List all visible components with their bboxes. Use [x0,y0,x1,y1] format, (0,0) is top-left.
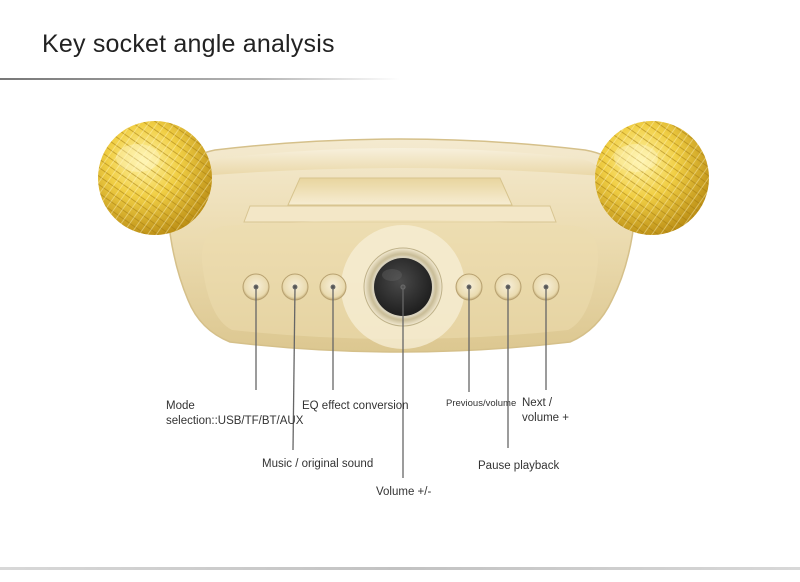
label-mode-selection: Mode selection::USB/TF/BT/AUX [166,400,304,427]
label-eq-effect: EQ effect conversion [302,400,409,412]
left-microphone [98,121,212,235]
leader-music [292,286,296,451]
label-pause-playback: Pause playback [478,460,560,472]
phone-slot [287,177,513,206]
label-volume: Volume +/- [376,486,432,498]
slot-ledge [243,205,557,223]
page-title: Key socket angle analysis [42,30,335,58]
title-divider [0,78,400,80]
label-music-original-sound: Music / original sound [262,458,374,470]
bottom-divider [0,567,800,570]
right-microphone [595,121,709,235]
label-next-volume: Next / volume + [522,397,569,424]
speaker-top-rim [200,148,602,176]
label-previous-volume: Previous/volume [446,398,517,409]
